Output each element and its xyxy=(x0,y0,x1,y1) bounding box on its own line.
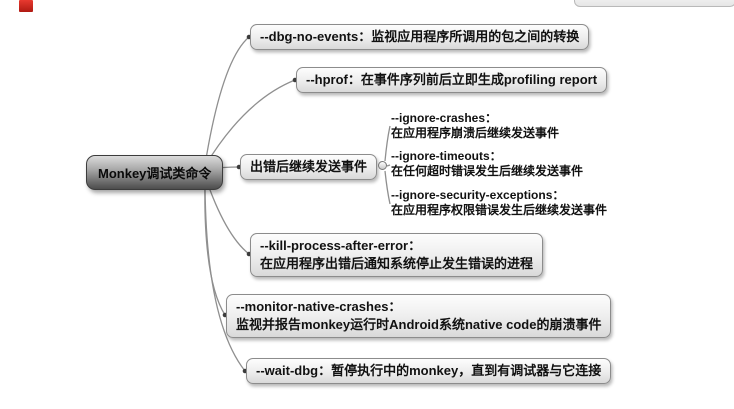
node-kill-process-after-error[interactable]: --kill-process-after-error： 在应用程序出错后通知系统… xyxy=(250,233,544,277)
node-monitor-title: --monitor-native-crashes： xyxy=(236,299,402,314)
cropped-node-artifact xyxy=(574,0,734,7)
connector-hprof xyxy=(204,79,296,167)
connector-ignore-crashes xyxy=(384,125,391,162)
subtopic-ignore-security-desc: 在应用程序权限错误发生后继续发送事件 xyxy=(391,203,608,217)
subtopic-ignore-timeouts-title: --ignore-timeouts： xyxy=(391,149,502,163)
node-continue-after-error[interactable]: 出错后继续发送事件 xyxy=(240,154,378,180)
subtopic-ignore-security-title: --ignore-security-exceptions： xyxy=(391,188,565,202)
subtopic-ignore-crashes-title: --ignore-crashes： xyxy=(391,111,498,125)
expand-collapse-control[interactable] xyxy=(378,161,387,170)
root-node-monkey-debug-commands[interactable]: Monkey调试类命令 xyxy=(86,155,224,190)
subtopic-ignore-crashes-desc: 在应用程序崩溃后继续发送事件 xyxy=(391,126,560,140)
node-kill-title: --kill-process-after-error： xyxy=(260,238,422,253)
connector-wait-dbg xyxy=(204,177,246,372)
node-monitor-desc: 监视并报告monkey运行时Android系统native code的崩溃事件 xyxy=(236,317,602,332)
node-monitor-native-crashes[interactable]: --monitor-native-crashes： 监视并报告monkey运行时… xyxy=(226,294,612,338)
red-corner-artifact xyxy=(19,0,33,12)
subtopic-ignore-security-exceptions[interactable]: --ignore-security-exceptions： 在应用程序权限错误发… xyxy=(391,188,607,218)
connector-dbg-no-events xyxy=(204,36,250,166)
node-dbg-no-events[interactable]: --dbg-no-events：监视应用程序所调用的包之间的转换 xyxy=(250,24,590,50)
subtopic-ignore-timeouts-desc: 在任何超时错误发生后继续发送事件 xyxy=(391,164,584,178)
node-kill-desc: 在应用程序出错后通知系统停止发生错误的进程 xyxy=(260,256,534,271)
node-wait-dbg[interactable]: --wait-dbg：暂停执行中的monkey，直到有调试器与它连接 xyxy=(246,358,612,384)
node-hprof[interactable]: --hprof：在事件序列前后立即生成profiling report xyxy=(296,67,608,93)
subtopic-ignore-crashes[interactable]: --ignore-crashes： 在应用程序崩溃后继续发送事件 xyxy=(391,111,559,141)
connector-ignore-timeouts xyxy=(386,164,391,167)
subtopic-ignore-timeouts[interactable]: --ignore-timeouts： 在任何超时错误发生后继续发送事件 xyxy=(391,149,583,179)
connector-ignore-security xyxy=(384,170,391,205)
